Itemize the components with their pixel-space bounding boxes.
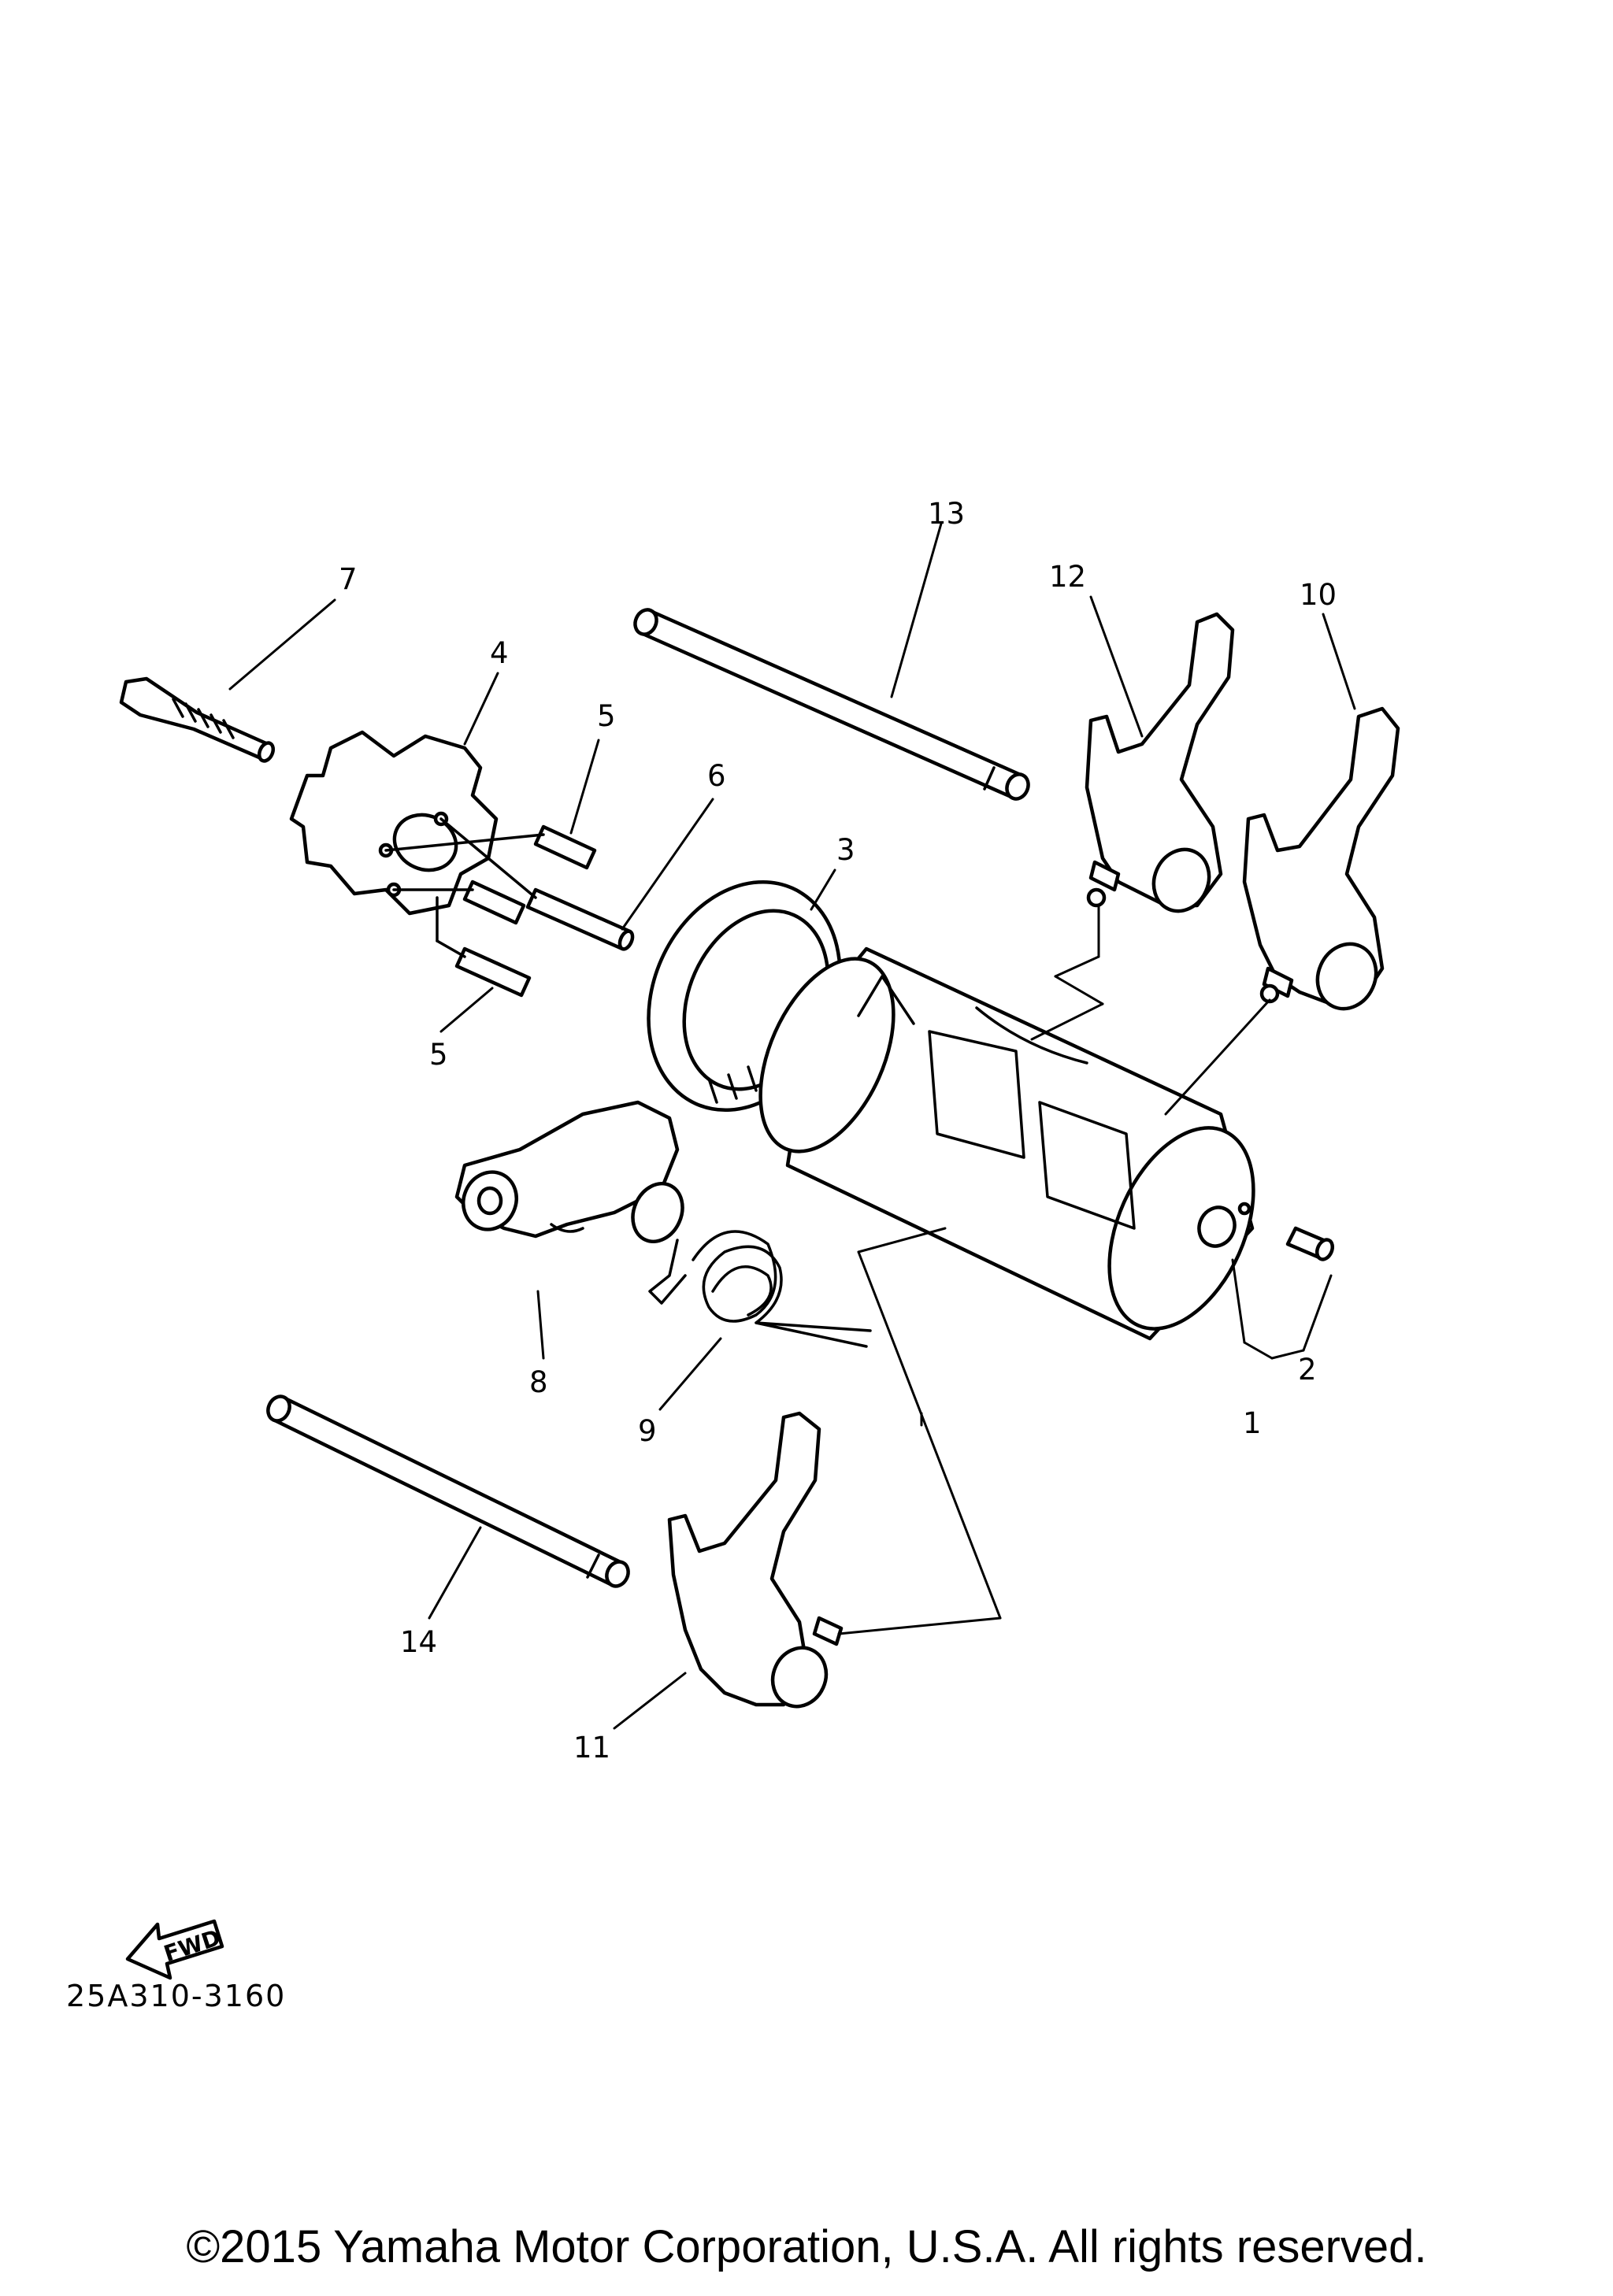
callout-5-lower: 5 xyxy=(429,1038,448,1072)
part-5-pin-lower xyxy=(454,946,532,998)
copyright-notice: ©2015 Yamaha Motor Corporation, U.S.A. A… xyxy=(186,2221,1427,2272)
callout-4: 4 xyxy=(490,636,509,670)
part-8-stopper-lever xyxy=(454,1100,684,1244)
part-6-long-pin xyxy=(525,887,635,951)
callout-leaders xyxy=(228,522,1356,1730)
part-12-shift-fork xyxy=(1085,612,1235,913)
callout-1: 1 xyxy=(1243,1406,1262,1440)
callout-8: 8 xyxy=(529,1365,548,1399)
part-2-pin xyxy=(1285,1226,1335,1261)
fwd-arrow-icon: FWD xyxy=(125,1919,224,1980)
callout-12: 12 xyxy=(1049,560,1086,594)
callout-5-upper: 5 xyxy=(597,699,616,733)
part-11-shift-fork xyxy=(667,1411,844,1709)
drawing-code: 25A310-3160 xyxy=(66,1979,286,2013)
part-4-shift-cam xyxy=(289,730,499,916)
pin-guide-lines xyxy=(384,817,545,958)
part-9-spring xyxy=(648,1230,872,1348)
callout-6: 6 xyxy=(707,759,726,793)
callout-13: 13 xyxy=(928,497,965,531)
callout-11: 11 xyxy=(573,1731,610,1765)
assembly-brackets xyxy=(837,904,1333,1635)
part-1-shift-drum xyxy=(758,946,1255,1341)
callout-numbers: 1 2 3 4 5 5 6 7 8 9 10 11 12 13 14 xyxy=(339,497,1337,1765)
callout-10: 10 xyxy=(1300,578,1337,612)
part-10-shift-fork xyxy=(1242,706,1400,1011)
callout-9: 9 xyxy=(638,1414,657,1448)
part-14-lower-shift-fork-shaft xyxy=(266,1394,630,1588)
callout-7: 7 xyxy=(339,562,358,596)
part-5-pin-upper xyxy=(462,824,597,925)
callout-3: 3 xyxy=(836,833,855,867)
callout-14: 14 xyxy=(400,1625,437,1659)
part-13-upper-shift-fork-shaft xyxy=(633,608,1030,801)
callout-2: 2 xyxy=(1298,1353,1317,1387)
part-7-bolt xyxy=(119,676,276,763)
